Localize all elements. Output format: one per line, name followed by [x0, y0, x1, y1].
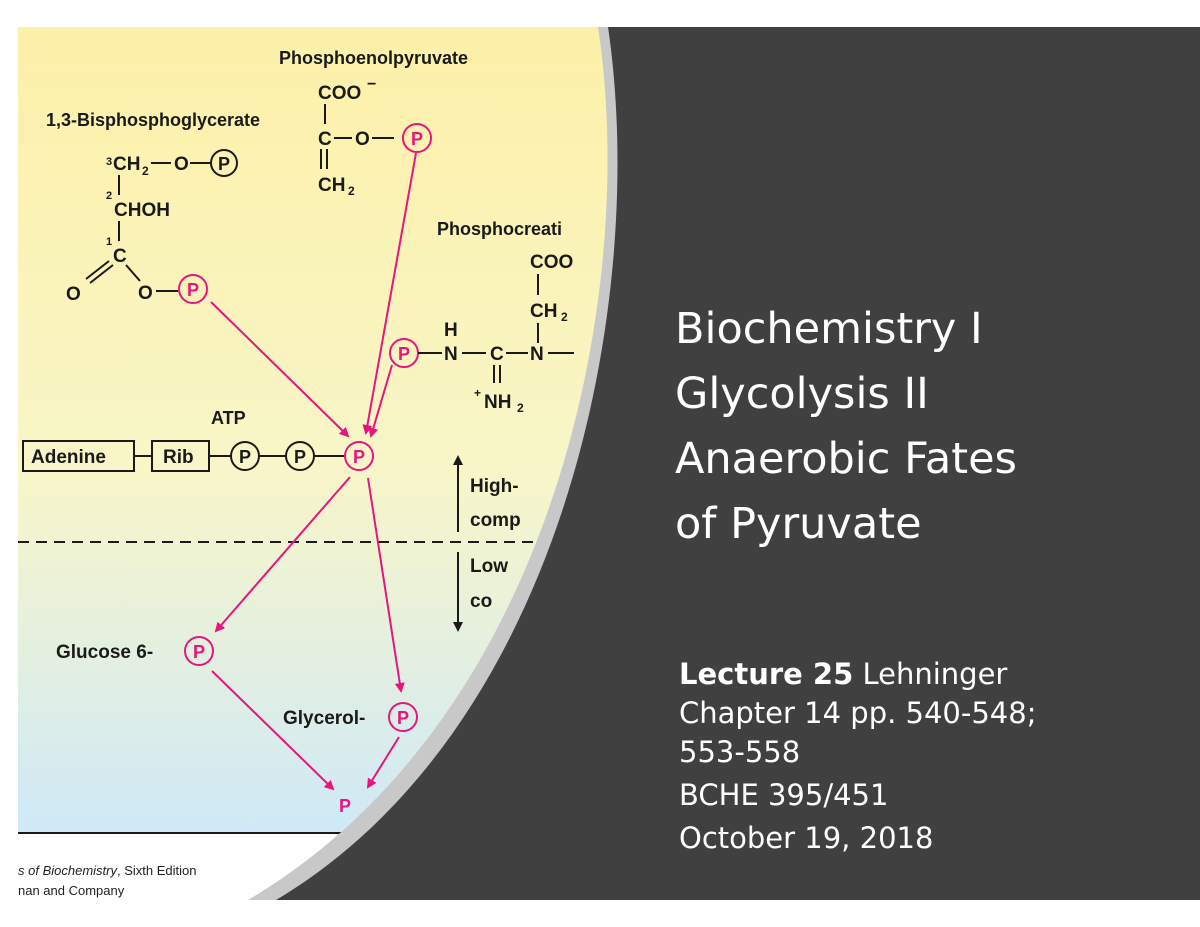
svg-text:CH: CH	[318, 175, 345, 196]
svg-text:P: P	[187, 280, 199, 300]
svg-text:O: O	[138, 283, 153, 304]
label-atp: ATP	[211, 408, 246, 428]
svg-text:N: N	[530, 344, 544, 365]
svg-text:−: −	[367, 76, 376, 93]
bisphosphoglycerate-structure: 1,3-Bisphosphoglycerate 3 CH 2 O P 2 CHO…	[46, 110, 260, 305]
title-line-2: Glycolysis II	[675, 369, 929, 419]
svg-text:3: 3	[106, 156, 112, 168]
svg-text:P: P	[411, 129, 423, 149]
svg-text:P: P	[353, 447, 365, 467]
course-code: BCHE 395/451	[679, 778, 889, 812]
credit-line-2: nan and Company	[18, 883, 125, 898]
label-glycerol: Glycerol-	[283, 708, 365, 729]
svg-text:NH: NH	[484, 392, 511, 413]
svg-text:P: P	[294, 447, 306, 467]
svg-text:Low: Low	[470, 556, 508, 577]
svg-text:P: P	[398, 344, 410, 364]
label-phosphoenolpyruvate: Phosphoenolpyruvate	[279, 48, 468, 68]
svg-text:C: C	[490, 344, 504, 365]
atp-structure: ATP Adenine Rib P P P	[22, 408, 374, 472]
pages-line: 553-558	[679, 735, 801, 769]
phosphate-circle	[344, 441, 374, 471]
svg-text:2: 2	[561, 310, 568, 324]
label-bisphosphoglycerate: 1,3-Bisphosphoglycerate	[46, 110, 260, 130]
lecture-date: October 19, 2018	[679, 821, 934, 855]
svg-text:CH: CH	[530, 301, 557, 322]
phosphate-acceptors: Glucose 6- P Glycerol- P P	[56, 636, 418, 816]
svg-text:O: O	[66, 284, 81, 305]
svg-text:Rib: Rib	[163, 447, 194, 468]
lecture-info: Lecture 25 Lehninger Chapter 14 pp. 540-…	[679, 655, 1199, 858]
phosphoenolpyruvate-structure: Phosphoenolpyruvate COO − C O P CH 2	[279, 48, 468, 198]
phosphocreatine-structure: Phosphocreati COO CH 2 P H N C N + NH 2	[389, 219, 574, 415]
phosphate-transfer-diagram: 1,3-Bisphosphoglycerate 3 CH 2 O P 2 CHO…	[18, 27, 1200, 900]
svg-text:2: 2	[517, 401, 524, 415]
svg-text:co: co	[470, 591, 492, 612]
svg-text:Adenine: Adenine	[31, 447, 106, 468]
svg-text:comp: comp	[470, 510, 521, 531]
title-line-3: Anaerobic Fates	[675, 434, 1017, 484]
phosphate-circle	[210, 149, 238, 177]
svg-text:1: 1	[106, 236, 112, 248]
label-phosphocreatine: Phosphocreati	[437, 219, 562, 239]
phosphate-circle	[402, 123, 432, 153]
svg-text:COO: COO	[530, 252, 573, 273]
slide: 1,3-Bisphosphoglycerate 3 CH 2 O P 2 CHO…	[18, 27, 1200, 900]
credit-line-1: s of Biochemistry, Sixth Edition	[18, 863, 196, 878]
svg-text:P: P	[239, 447, 251, 467]
chapter-line: Chapter 14 pp. 540-548;	[679, 696, 1037, 730]
svg-text:H: H	[444, 320, 458, 341]
svg-text:P: P	[193, 642, 205, 662]
svg-text:2: 2	[348, 184, 355, 198]
svg-text:2: 2	[106, 190, 112, 202]
lecture-line: Lecture 25 Lehninger	[679, 657, 1008, 691]
title-panel	[276, 27, 1200, 900]
svg-text:C: C	[318, 129, 332, 150]
svg-text:N: N	[444, 344, 458, 365]
slide-title: Biochemistry I Glycolysis II Anaerobic F…	[675, 297, 1017, 557]
svg-text:O: O	[355, 129, 370, 150]
svg-text:C: C	[113, 246, 127, 267]
phosphate-circle	[184, 636, 214, 666]
phosphate-circle	[388, 702, 418, 732]
svg-text:P: P	[218, 154, 230, 174]
title-line-1: Biochemistry I	[675, 304, 983, 354]
label-phosphate-bottom: P	[339, 796, 351, 816]
svg-text:COO: COO	[318, 83, 361, 104]
energy-scale: High- comp Low co	[18, 455, 608, 632]
label-glucose-6: Glucose 6-	[56, 642, 153, 663]
transfer-arrows	[210, 152, 417, 791]
svg-text:O: O	[174, 154, 189, 175]
svg-text:P: P	[397, 708, 409, 728]
svg-text:CH: CH	[113, 154, 140, 175]
phosphate-circle	[178, 274, 208, 304]
svg-text:High-: High-	[470, 476, 519, 497]
title-line-4: of Pyruvate	[675, 499, 922, 549]
svg-text:+: +	[474, 386, 481, 400]
svg-text:CHOH: CHOH	[114, 200, 170, 221]
svg-text:2: 2	[142, 164, 149, 178]
